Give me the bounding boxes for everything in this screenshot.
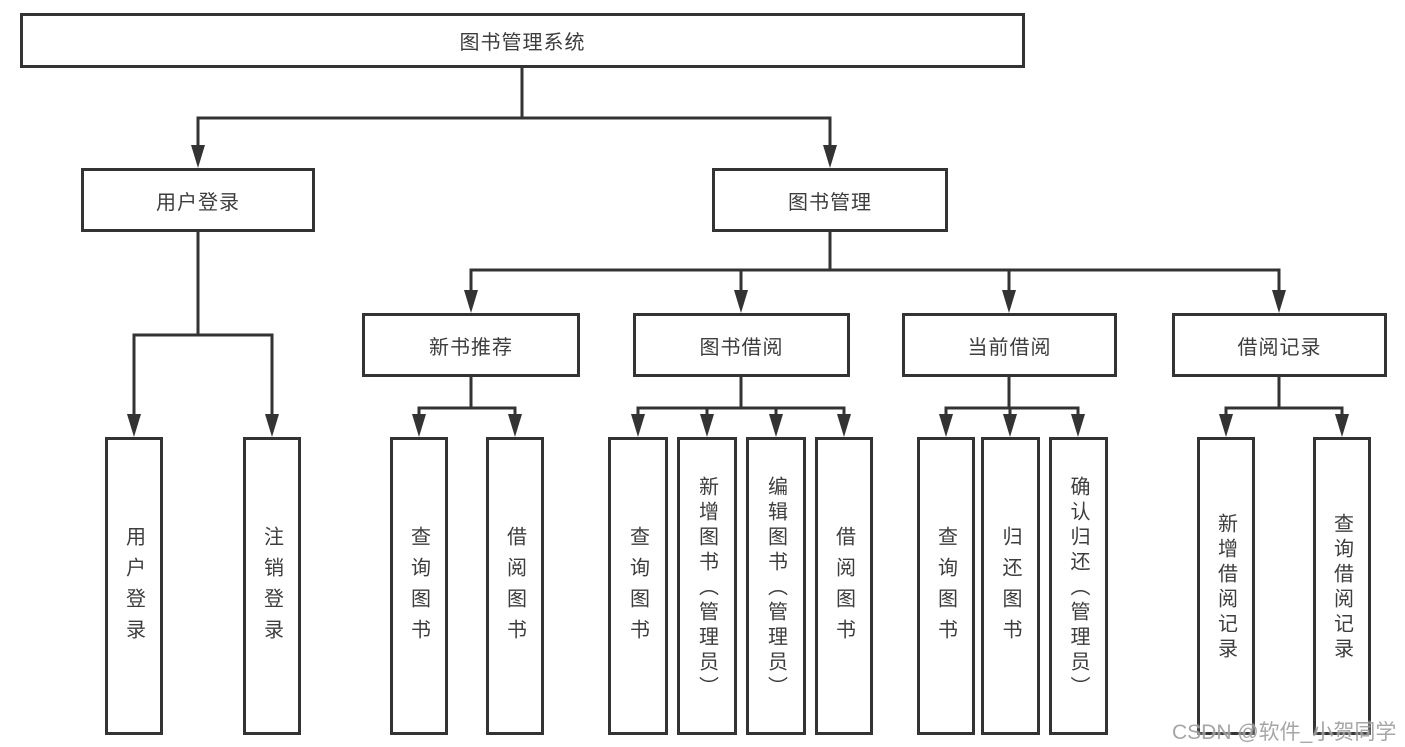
csdn-watermark: CSDN @软件_小贺同学 xyxy=(1172,721,1397,744)
leaf-borrow-query-books: 查询图书 xyxy=(608,437,668,735)
leaf-confirm-return-admin: 确认归还（管理员） xyxy=(1049,437,1108,735)
leaf-add-books-admin: 新增图书（管理员） xyxy=(677,437,737,735)
leaf-current-query-books: 查询图书 xyxy=(917,437,975,735)
leaf-return-books: 归还图书 xyxy=(981,437,1040,735)
node-current-borrow: 当前借阅 xyxy=(902,313,1117,377)
node-borrow-records: 借阅记录 xyxy=(1172,313,1387,377)
leaf-user-login: 用户登录 xyxy=(105,437,163,735)
leaf-recommend-query-books: 查询图书 xyxy=(390,437,448,735)
leaf-logout: 注销登录 xyxy=(243,437,301,735)
node-user-login: 用户登录 xyxy=(81,168,315,232)
leaf-recommend-borrow-books: 借阅图书 xyxy=(486,437,544,735)
leaf-borrow-books: 借阅图书 xyxy=(815,437,873,735)
leaf-edit-books-admin: 编辑图书（管理员） xyxy=(746,437,806,735)
node-new-book-recommend: 新书推荐 xyxy=(362,313,580,377)
node-library-management-system: 图书管理系统 xyxy=(20,13,1025,68)
node-book-borrow: 图书借阅 xyxy=(633,313,850,377)
node-book-management: 图书管理 xyxy=(712,168,948,232)
leaf-query-borrow-record: 查询借阅记录 xyxy=(1313,437,1371,735)
leaf-add-borrow-record: 新增借阅记录 xyxy=(1197,437,1255,735)
